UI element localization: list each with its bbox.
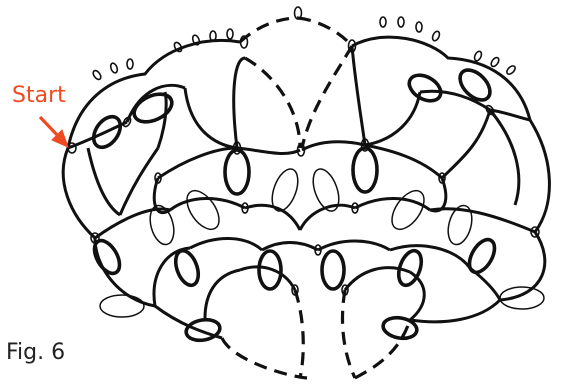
chain-e4 (318, 241, 390, 250)
chain-b2 (365, 92, 420, 145)
start-arrow (40, 117, 68, 147)
chain-b1 (352, 46, 365, 145)
dashed-chain-center-top-left (245, 58, 300, 148)
chain-d5 (355, 198, 430, 210)
picot-14 (127, 59, 133, 69)
ring-13 (185, 317, 222, 343)
ring-10 (322, 251, 344, 289)
chain-d6 (430, 209, 535, 232)
ring-5 (405, 70, 445, 106)
thin-ring-7 (100, 295, 144, 317)
chain-e3 (262, 243, 318, 251)
chain-a3 (185, 88, 237, 148)
ring-12 (464, 235, 499, 276)
chain-e1 (154, 248, 190, 306)
dashed-chain-top-left (240, 18, 298, 42)
chain-f1 (205, 270, 240, 318)
top-dashed-chains (240, 18, 352, 148)
chain-c5 (237, 148, 300, 153)
ring-4 (353, 148, 377, 192)
chain-c8 (442, 110, 490, 178)
picot-17 (505, 64, 516, 75)
chain-f2 (240, 267, 295, 290)
thin-ring-2 (181, 185, 226, 235)
picot-9 (398, 17, 404, 27)
chain-c1 (88, 148, 120, 215)
picot-13 (109, 62, 118, 73)
inner-chains (68, 46, 535, 320)
chain-d4 (300, 205, 355, 230)
dashed-chain-top-right (298, 18, 352, 46)
rings (88, 64, 499, 342)
start-label: Start (12, 84, 66, 108)
picot-5 (227, 29, 233, 39)
picot-1 (295, 7, 302, 19)
chain-outer-right (530, 120, 549, 232)
ring-2 (130, 89, 176, 128)
figure-caption: Fig. 6 (6, 340, 65, 366)
dashed-chain-center-top-right (302, 46, 352, 148)
ring-6 (454, 64, 495, 105)
chain-a4 (234, 58, 245, 148)
chain-c2 (120, 148, 158, 215)
chain-d2 (170, 198, 245, 210)
outer-chains (63, 37, 549, 338)
dashed-chain-center-left (295, 290, 303, 378)
picot-8 (380, 17, 386, 27)
chain-e2 (190, 238, 262, 250)
picot-16 (490, 56, 501, 68)
ring-3 (225, 150, 249, 194)
picot-12 (92, 69, 103, 81)
dashed-chain-bottom-left (222, 338, 307, 378)
bottom-dashed-chains (222, 290, 410, 378)
chain-outer-top-right (352, 37, 530, 120)
chain-c6 (302, 142, 365, 150)
chain-c9 (490, 110, 519, 205)
picot-11 (431, 30, 441, 42)
ring-8 (171, 248, 202, 289)
picot-15 (473, 50, 483, 62)
picot-10 (416, 22, 422, 32)
chain-d1 (95, 209, 170, 238)
thin-rings (100, 166, 544, 317)
thin-ring-5 (386, 185, 431, 235)
chain-d3 (245, 205, 300, 230)
dashed-chain-center-right (342, 290, 355, 378)
